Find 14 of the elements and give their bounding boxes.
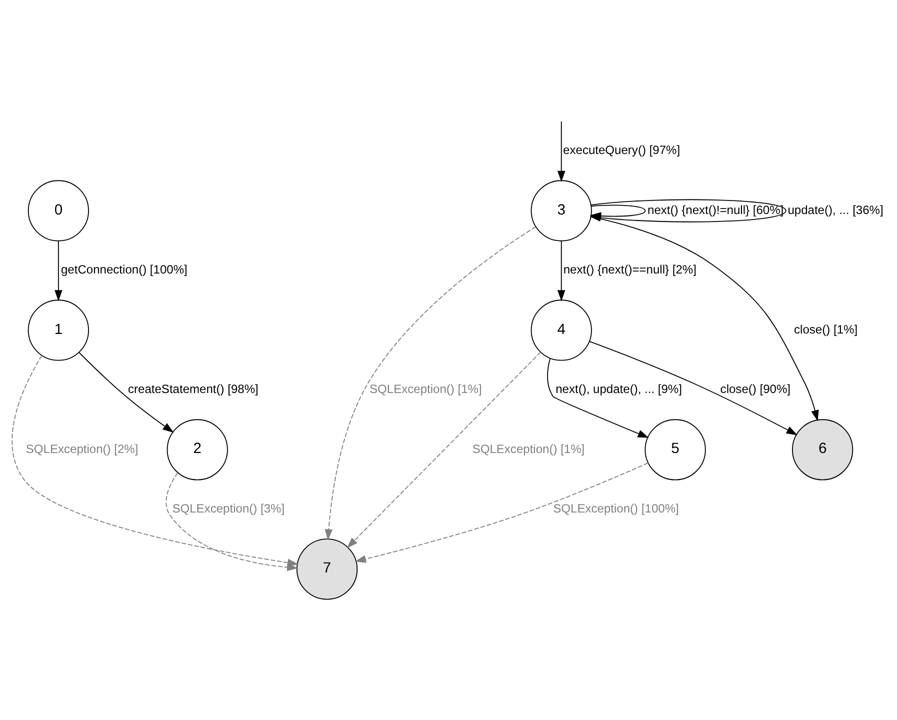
edge-label: SQLException() [100%]: [553, 502, 679, 516]
edge-label: SQLException() [3%]: [172, 502, 285, 516]
edge-label: close() [1%]: [794, 322, 858, 336]
edge-label: SQLException() [1%]: [370, 382, 482, 396]
edge-label: close() [90%]: [720, 382, 791, 396]
edge-label: SQLException() [2%]: [26, 442, 138, 456]
edge-label: next() {next()==null} [2%]: [563, 262, 696, 277]
edge-label: createStatement() [98%]: [128, 382, 258, 396]
edge-label: executeQuery() [97%]: [563, 143, 680, 158]
edge-label: next(), update(), ... [9%]: [556, 382, 682, 396]
edge-label: update(), ... [36%]: [788, 202, 884, 217]
edge-label: next() {next()!=null} [60%]: [648, 202, 784, 217]
edge-label: SQLException() [1%]: [472, 442, 585, 456]
edge-label: getConnection() [100%]: [60, 262, 188, 277]
